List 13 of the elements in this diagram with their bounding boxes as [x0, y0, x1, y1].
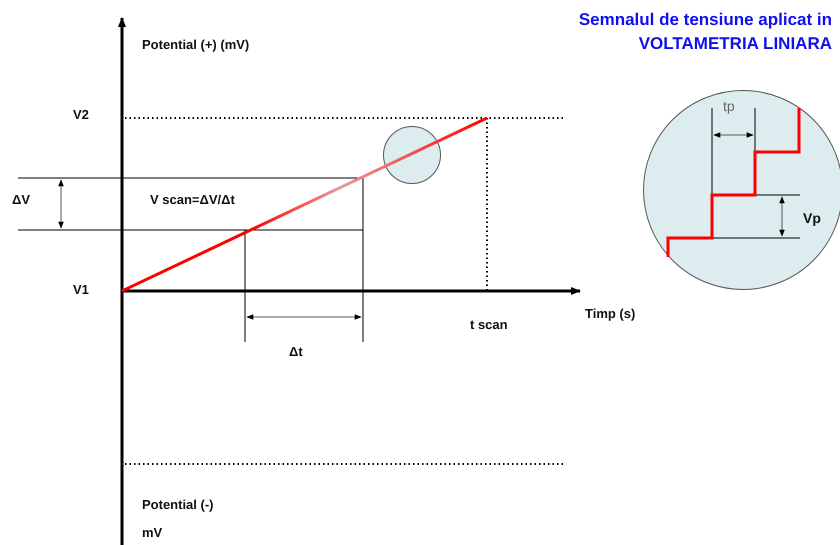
callout-label: Vp: [803, 209, 821, 227]
axis-label: V1: [73, 281, 89, 299]
axis-label: Potential (-): [142, 496, 214, 514]
title: Semnalul de tensiune aplicat in VOLTAMETRIA LINIARA: [578, 9, 832, 55]
callout-label: tp: [723, 97, 735, 115]
axis-label: Δt: [289, 343, 303, 361]
axis-label: V2: [73, 106, 89, 124]
axis-label: t scan: [470, 316, 508, 334]
axis-label: ΔV: [12, 191, 30, 209]
axis-label: mV: [142, 524, 162, 542]
axis-label: Potential (+) (mV): [142, 36, 250, 54]
axis-label: V scan=ΔV/Δt: [150, 191, 235, 209]
axis-label: Timp (s): [585, 305, 636, 323]
